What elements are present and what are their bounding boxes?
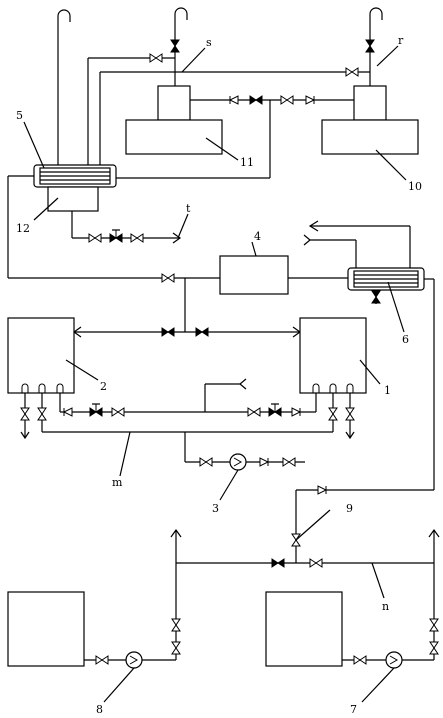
pump-3-line: [184, 432, 305, 501]
tank-right-bottom: [265, 591, 343, 667]
bottom-header: [170, 528, 440, 660]
unit-4: [219, 255, 289, 295]
upper-piping: [87, 57, 371, 179]
tank-10: [321, 85, 419, 155]
label-t: t: [186, 202, 191, 215]
label-10: 10: [408, 180, 422, 193]
labels: 5 12 s r 11 10 4 t 6 2 1 m 3 9 n 8 7: [16, 34, 422, 716]
label-4: 4: [254, 230, 261, 243]
label-11: 11: [240, 156, 254, 169]
feed-header: [59, 378, 317, 417]
label-r: r: [398, 34, 404, 47]
tank-11: [125, 85, 223, 155]
label-8: 8: [96, 703, 103, 716]
label-3: 3: [212, 502, 219, 515]
product-outlet-t: [71, 211, 182, 244]
tank-1: [299, 317, 367, 394]
tank-drains: [20, 393, 355, 440]
label-6: 6: [402, 333, 409, 346]
pump-8-line: [84, 651, 176, 703]
heat-exchanger-5: [33, 164, 117, 188]
tank-2: [7, 317, 75, 394]
tank-left-bottom: [7, 591, 85, 667]
label-12: 12: [16, 222, 30, 235]
leader-lines: [23, 45, 407, 599]
label-n: n: [382, 600, 389, 613]
label-5: 5: [16, 109, 23, 122]
label-m: m: [112, 476, 123, 489]
pump-7-line: [342, 651, 434, 703]
label-s: s: [206, 36, 212, 49]
label-9: 9: [346, 502, 353, 515]
label-7: 7: [350, 703, 357, 716]
return-line: [291, 485, 434, 563]
label-1: 1: [384, 384, 391, 397]
vent-pipes: [57, 7, 383, 165]
heat-exchanger-6: [347, 267, 425, 304]
hx6-connections: [303, 220, 435, 490]
label-2: 2: [100, 380, 107, 393]
vessel-12: [47, 186, 99, 212]
